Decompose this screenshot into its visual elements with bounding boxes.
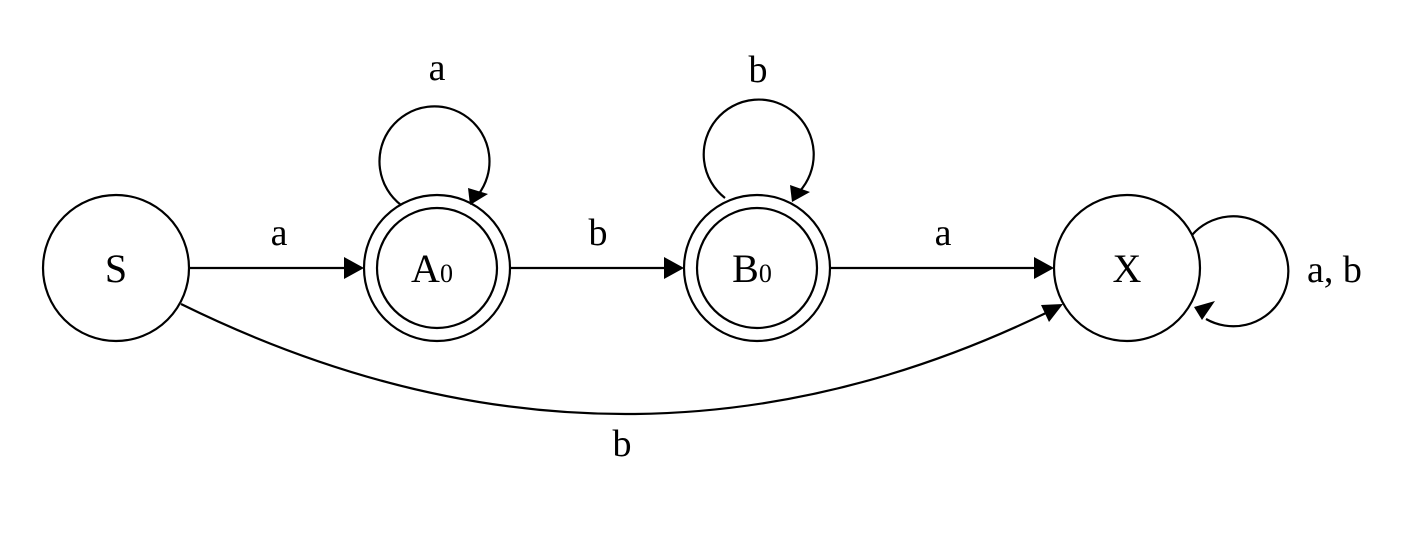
edge-label-B0-X: a (935, 212, 952, 254)
arrowhead-icon (790, 185, 810, 202)
arrowhead-icon (1041, 304, 1063, 322)
edge-label-B0-B0: b (749, 49, 768, 91)
edge-label-X-X: a, b (1307, 249, 1362, 291)
edge-loop (1191, 215, 1290, 328)
state-B0-subscript: 0 (759, 259, 772, 288)
state-A0-name: A (411, 246, 440, 291)
state-B0-label: B0 (732, 246, 772, 291)
state-B0-name: B (732, 246, 759, 291)
state-A0-inner-circle (375, 206, 499, 330)
state-A0-label: A0 (411, 246, 453, 291)
transition-S-X: b (180, 303, 1063, 465)
arrowhead-icon (1034, 257, 1054, 279)
transition-X-X: a, b (1191, 215, 1362, 328)
transition-S-A0: a (189, 212, 364, 279)
edge-label-A0-B0: b (589, 212, 608, 254)
transition-A0-B0: b (510, 212, 684, 279)
state-S: S (41, 193, 191, 343)
arrowhead-icon (468, 188, 488, 205)
state-S-label: S (105, 246, 127, 291)
transition-B0-X: a (830, 212, 1054, 279)
edge-label-A0-A0: a (429, 47, 446, 89)
state-X-label: X (1113, 246, 1142, 291)
edge-label-S-A0: a (271, 212, 288, 254)
state-A0: A0 (362, 193, 512, 343)
state-B0: B0 (682, 193, 832, 343)
transition-B0-B0: b (702, 49, 815, 202)
state-A0-subscript: 0 (440, 259, 453, 288)
edge-loop (702, 98, 815, 199)
edge-label-S-X: b (613, 423, 632, 465)
edge-curve (180, 303, 1049, 416)
arrowhead-icon (664, 257, 684, 279)
arrowhead-icon (1194, 301, 1215, 320)
state-B0-inner-circle (695, 206, 819, 330)
transition-A0-A0: a (378, 47, 491, 206)
state-X: X (1052, 193, 1202, 343)
arrowhead-icon (344, 257, 364, 279)
edge-loop (378, 105, 491, 206)
